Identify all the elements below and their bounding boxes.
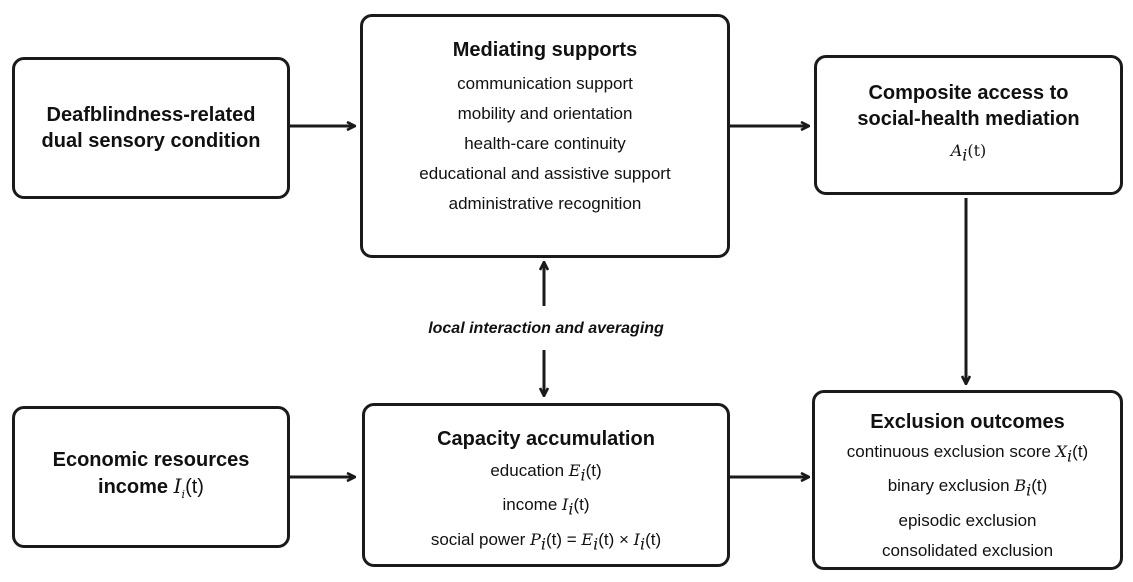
supports-item: mobility and orientation xyxy=(457,104,633,123)
edge-label: local interaction and averaging xyxy=(390,320,702,338)
capacity-title: Capacity accumulation xyxy=(437,428,655,450)
outcomes-binary: binary exclusion Bi(t) xyxy=(887,476,1048,500)
economic-box: Economic resources income Ii(t) xyxy=(12,406,290,548)
capacity-income: income Ii(t) xyxy=(502,495,590,519)
outcomes-episodic: episodic exclusion xyxy=(898,510,1037,530)
condition-line2: dual sensory condition xyxy=(41,130,261,152)
outcomes-title: Exclusion outcomes xyxy=(870,411,1065,433)
supports-item: communication support xyxy=(457,74,633,93)
access-box: Composite access to social-health mediat… xyxy=(814,55,1123,195)
economic-line2: income Ii(t) xyxy=(98,473,204,501)
condition-box: Deafblindness-related dual sensory condi… xyxy=(12,57,290,199)
supports-item: administrative recognition xyxy=(448,194,642,213)
capacity-social-power: social power Pi(t) = Ei(t) × Ii(t) xyxy=(430,529,662,554)
outcomes-consolidated: consolidated exclusion xyxy=(881,540,1054,560)
economic-line1: Economic resources xyxy=(52,448,250,471)
access-line1: Composite access to xyxy=(868,81,1069,104)
outcomes-box: Exclusion outcomes continuous exclusion … xyxy=(812,390,1123,570)
capacity-box: Capacity accumulation education Ei(t) in… xyxy=(362,403,730,567)
supports-title: Mediating supports xyxy=(452,39,638,61)
condition-line1: Deafblindness-related xyxy=(46,104,256,126)
supports-item: health-care continuity xyxy=(464,134,626,153)
capacity-education: education Ei(t) xyxy=(490,461,602,485)
outcomes-continuous: continuous exclusion score Xi(t) xyxy=(846,442,1089,466)
access-symbol: Ai(t) xyxy=(950,140,987,165)
supports-item: educational and assistive support xyxy=(419,164,671,183)
supports-box: Mediating supports communication support… xyxy=(360,14,730,258)
access-line2: social-health mediation xyxy=(857,107,1080,130)
